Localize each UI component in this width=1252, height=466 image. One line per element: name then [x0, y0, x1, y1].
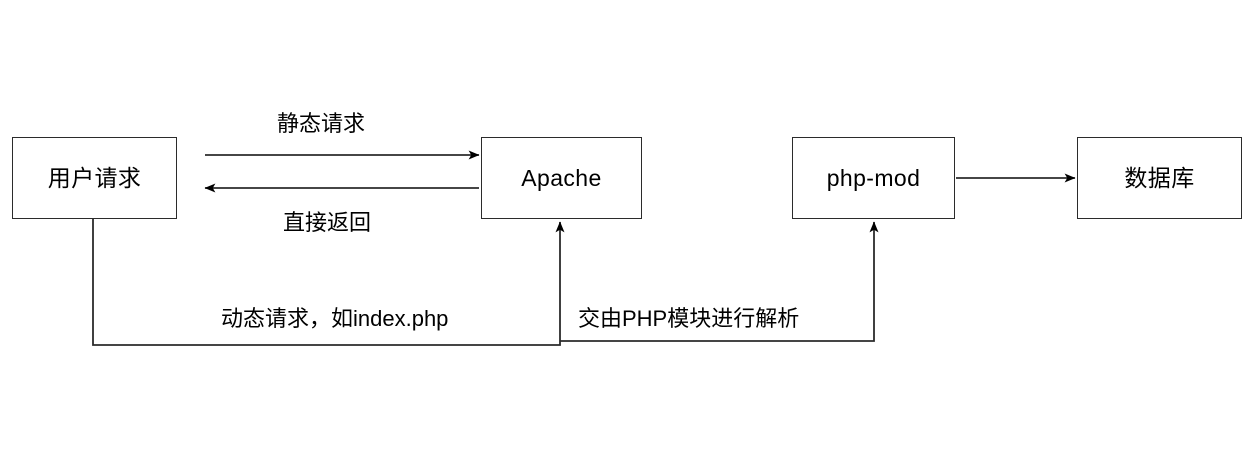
node-php-mod[interactable]: php-mod [792, 137, 955, 219]
node-user-request[interactable]: 用户请求 [12, 137, 177, 219]
edge-label-direct-return: 直接返回 [283, 210, 372, 235]
node-database[interactable]: 数据库 [1077, 137, 1242, 219]
connector-apache-to-phpmod [560, 221, 879, 342]
connector-user-to-apache-dynamic [92, 219, 565, 346]
edge-label-static-request: 静态请求 [277, 111, 366, 136]
node-apache[interactable]: Apache [481, 137, 642, 219]
edge-label-dynamic-request: 动态请求，如index.php [221, 306, 449, 331]
node-apache-label: Apache [521, 164, 602, 191]
node-database-label: 数据库 [1124, 164, 1195, 191]
node-php-mod-label: php-mod [826, 164, 921, 191]
node-user-request-label: 用户请求 [47, 164, 142, 191]
edge-label-php-parse: 交由PHP模块进行解析 [578, 306, 800, 331]
